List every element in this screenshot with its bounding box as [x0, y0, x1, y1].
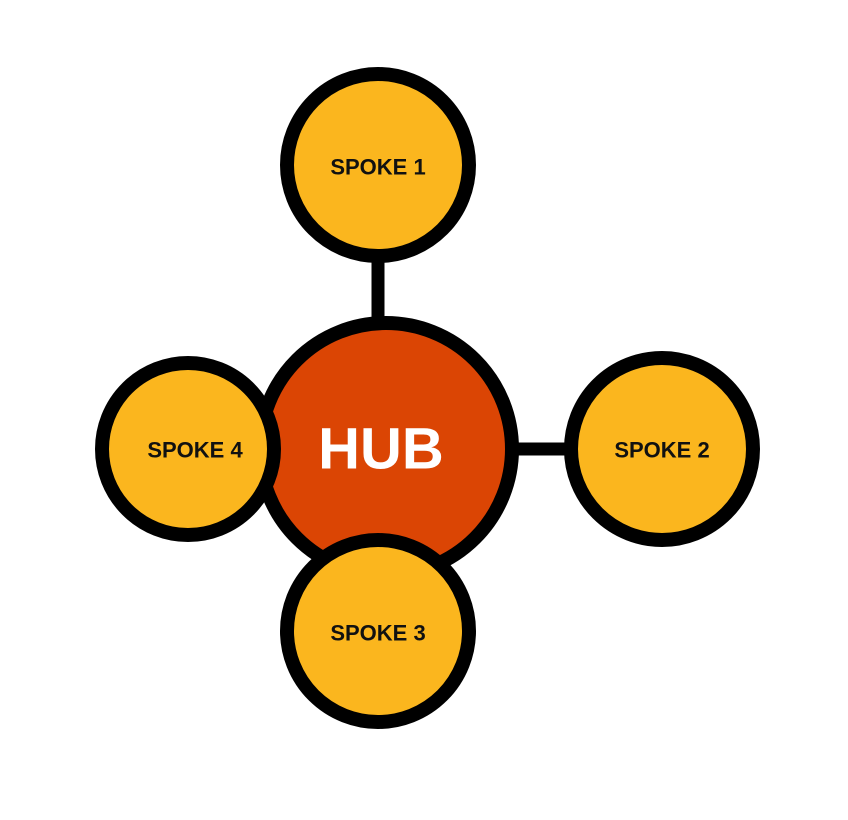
- spoke-4-label: SPOKE 4: [147, 438, 243, 463]
- spoke-1-label: SPOKE 1: [330, 155, 425, 180]
- spoke-4-circle: [95, 356, 281, 542]
- hub-label: HUB: [318, 417, 444, 482]
- spoke-3-label: SPOKE 3: [330, 621, 425, 646]
- spoke-1-circle: [280, 67, 476, 263]
- spoke-2-label: SPOKE 2: [614, 438, 709, 463]
- spoke-3-circle: [280, 533, 476, 729]
- spoke-2-circle: [564, 351, 760, 547]
